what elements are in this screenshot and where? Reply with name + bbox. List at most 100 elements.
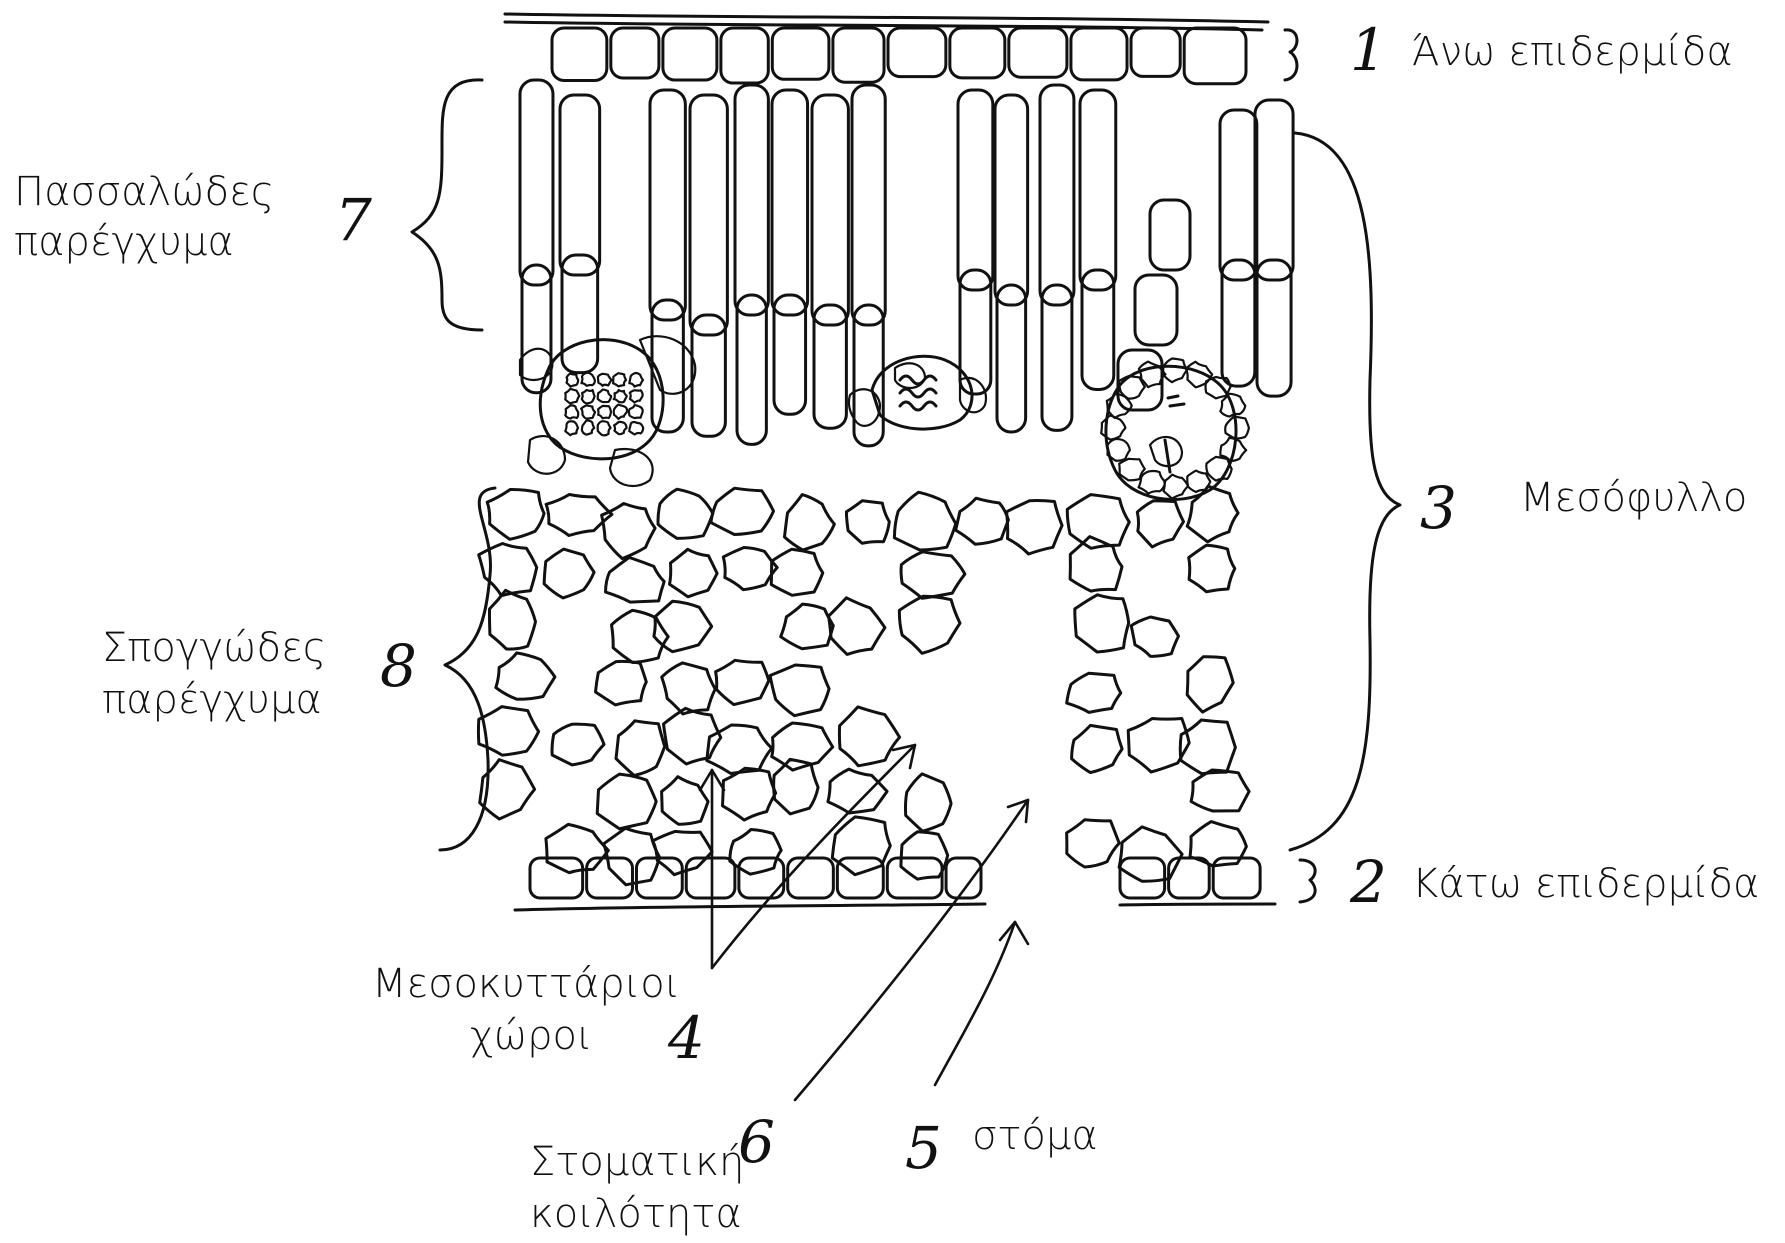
spongy-cell xyxy=(1067,673,1121,712)
arrow-stoma xyxy=(935,922,1028,1085)
lower-epidermis-cells xyxy=(530,858,1260,898)
xylem-cell xyxy=(598,406,611,418)
spongy-cell xyxy=(899,596,960,653)
number-7: 7 xyxy=(335,190,372,250)
spongy-cell xyxy=(670,549,718,597)
palisade-cell xyxy=(560,95,600,275)
bundle-sheath-cell xyxy=(1139,471,1166,494)
spongy-cell xyxy=(552,724,604,765)
epidermis-cell xyxy=(788,858,834,898)
spongy-cell xyxy=(894,492,955,550)
spongy-cell xyxy=(546,824,609,872)
label-palisade-line1: Πασσαλώδες xyxy=(14,168,274,216)
brace-spongy xyxy=(440,488,495,850)
spongy-cell xyxy=(846,501,889,544)
brace-mesophyll xyxy=(1290,133,1400,850)
arrow-intercellular-1 xyxy=(700,770,724,968)
number-4: 4 xyxy=(668,1008,705,1068)
palisade-cell xyxy=(737,295,766,444)
spongy-cell xyxy=(596,661,647,704)
label-spongy-line2: παρέγχυμα xyxy=(102,676,322,724)
palisade-cell xyxy=(1080,90,1116,290)
palisade-cell xyxy=(520,80,553,285)
xylem-cell xyxy=(565,405,578,418)
epidermis-cell xyxy=(837,858,883,898)
spongy-cell xyxy=(1131,617,1178,656)
epidermis-cell xyxy=(833,28,884,82)
spongy-cell xyxy=(658,489,713,538)
spongy-cell xyxy=(1137,501,1183,547)
xylem-cell xyxy=(565,389,579,404)
xylem-cell xyxy=(598,421,611,435)
spongy-cell xyxy=(723,768,776,820)
spongy-cell xyxy=(1075,595,1129,652)
number-8: 8 xyxy=(380,636,417,696)
bundle-sheath-cell xyxy=(1107,439,1130,461)
spongy-cell xyxy=(785,495,835,550)
spongy-cell xyxy=(711,488,774,534)
label-palisade-line2: παρέγχυμα xyxy=(14,218,234,266)
xylem-cell xyxy=(598,390,611,403)
palisade-cell xyxy=(690,95,727,335)
xylem-cell xyxy=(567,374,579,387)
spongy-cell xyxy=(487,489,544,539)
spongy-cell xyxy=(1187,657,1233,712)
spongy-cell xyxy=(662,663,716,714)
bundle-sheath-cell xyxy=(1164,475,1189,499)
xylem-cell xyxy=(582,421,594,435)
palisade-cell xyxy=(1042,285,1072,430)
number-3: 3 xyxy=(1420,478,1457,538)
palisade-cell xyxy=(958,90,993,290)
palisade-cell xyxy=(812,95,848,325)
label-lower-epidermis: Κάτω επιδερμίδα xyxy=(1412,860,1759,908)
epidermis-cell xyxy=(950,28,1005,78)
epidermis-cell xyxy=(888,28,946,77)
number-1: 1 xyxy=(1350,20,1387,80)
label-stoma: στόμα xyxy=(972,1112,1098,1160)
epidermis-cell xyxy=(721,28,768,83)
spongy-cell xyxy=(597,774,656,829)
label-mesophyll: Μεσόφυλλο xyxy=(1520,474,1747,522)
xylem-cell xyxy=(581,405,595,418)
spongy-cell xyxy=(723,548,777,590)
bundle-sheath-cell xyxy=(1163,359,1187,383)
palisade-cell xyxy=(1150,200,1190,270)
palisade-cell xyxy=(1220,110,1257,280)
xylem-cell xyxy=(598,374,612,386)
bundle-sheath-cell xyxy=(1119,459,1145,481)
number-5: 5 xyxy=(905,1118,942,1178)
vascular-bundle-right xyxy=(1101,359,1249,500)
spongy-cell xyxy=(781,604,834,649)
spongy-cell xyxy=(616,721,665,776)
spongy-cell xyxy=(662,777,709,825)
lower-cuticle xyxy=(515,904,1275,910)
spongy-cell xyxy=(489,590,535,649)
label-stomatal-cavity-line1: Στοματική xyxy=(530,1138,744,1186)
spongy-cell xyxy=(839,707,899,766)
epidermis-cell xyxy=(530,858,583,898)
palisade-cell xyxy=(1255,100,1293,280)
palisade-cell xyxy=(650,90,685,320)
xylem-cell xyxy=(614,390,627,402)
xylem-cell xyxy=(629,422,643,435)
label-upper-epidermis: Άνω επιδερμίδα xyxy=(1412,28,1733,76)
label-intercellular-line1: Μεσοκυττάριοι xyxy=(372,960,680,1008)
number-2: 2 xyxy=(1350,852,1387,912)
spongy-cell xyxy=(1007,500,1063,554)
palisade-cell xyxy=(772,90,808,315)
label-stomatal-cavity-line2: κοιλότητα xyxy=(530,1190,742,1238)
xylem-cell xyxy=(614,405,627,419)
xylem-cell xyxy=(629,373,643,387)
label-intercellular-line2: χώροι xyxy=(470,1012,593,1060)
brace-lower-epidermis xyxy=(1300,860,1315,902)
label-spongy-line1: Σπογγώδες xyxy=(102,624,326,672)
spongy-cell xyxy=(1189,545,1235,592)
spongy-cell xyxy=(905,774,951,831)
epidermis-cell xyxy=(1184,28,1246,84)
epidermis-cell xyxy=(1071,28,1127,80)
epidermis-cell xyxy=(1009,28,1067,77)
spongy-cell xyxy=(1072,725,1123,772)
spongy-cells xyxy=(478,486,1249,885)
epidermis-cell xyxy=(1131,28,1180,76)
epidermis-cell xyxy=(636,858,682,898)
